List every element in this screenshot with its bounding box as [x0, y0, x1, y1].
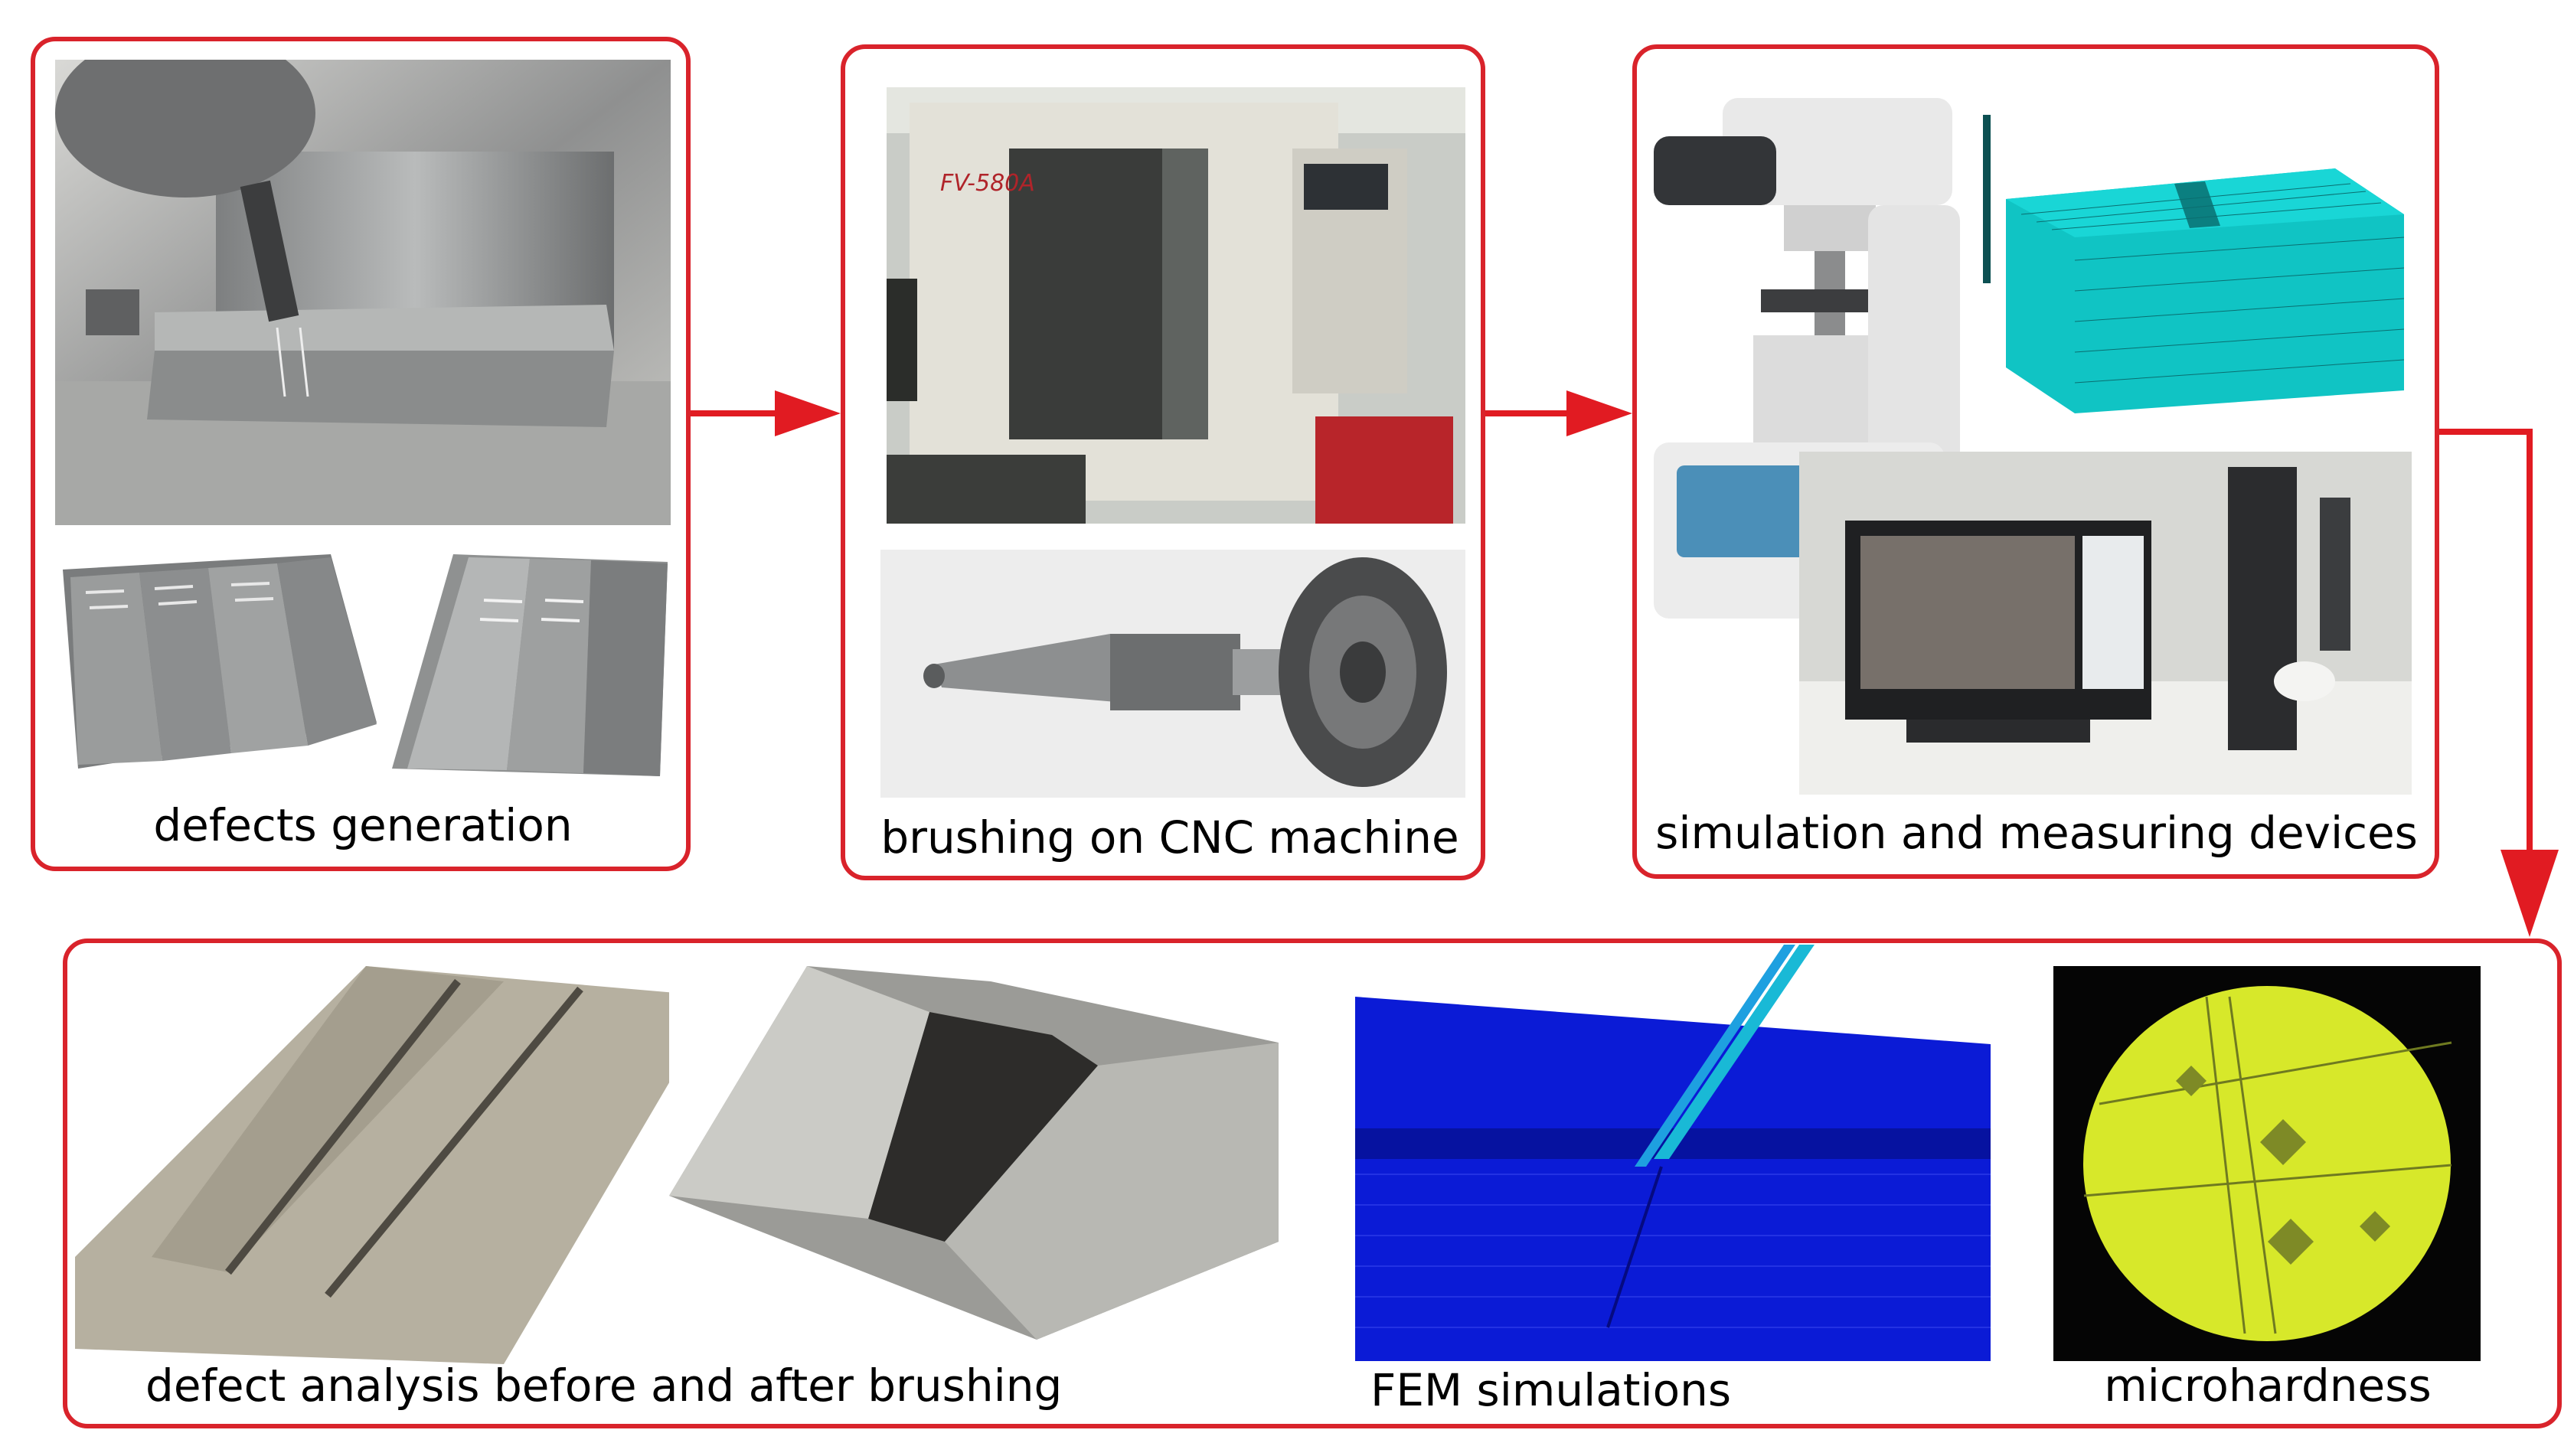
arrow-2-to-3 [1485, 383, 1632, 444]
arrow-3-to-results [2439, 413, 2562, 937]
photo-defect-3d-after [669, 966, 1279, 1340]
caption-microhardness: microhardness [2104, 1360, 2432, 1412]
arrow-1-to-2 [691, 383, 841, 444]
photo-cnc-machine: FV-580A [887, 87, 1465, 524]
photo-defect-specimens [55, 547, 671, 792]
photo-microhardness [2053, 966, 2481, 1361]
caption-defect-analysis: defect analysis before and after brushin… [145, 1360, 1063, 1412]
photo-fem-simulation [1355, 945, 1991, 1361]
photo-microscope-workstation [1799, 452, 2412, 795]
caption-defects-generation: defects generation [153, 799, 573, 851]
photo-fem-mesh-model [1975, 107, 2404, 413]
caption-fem-simulations: FEM simulations [1370, 1364, 1732, 1416]
caption-brushing-cnc: brushing on CNC machine [880, 811, 1459, 863]
photo-wire-brush-tool [880, 550, 1465, 798]
caption-simulation-devices: simulation and measuring devices [1655, 807, 2418, 859]
machine-model-label: FV-580A [940, 170, 1035, 197]
photo-milling-defects [55, 60, 671, 525]
photo-defect-3d-before [75, 966, 720, 1364]
